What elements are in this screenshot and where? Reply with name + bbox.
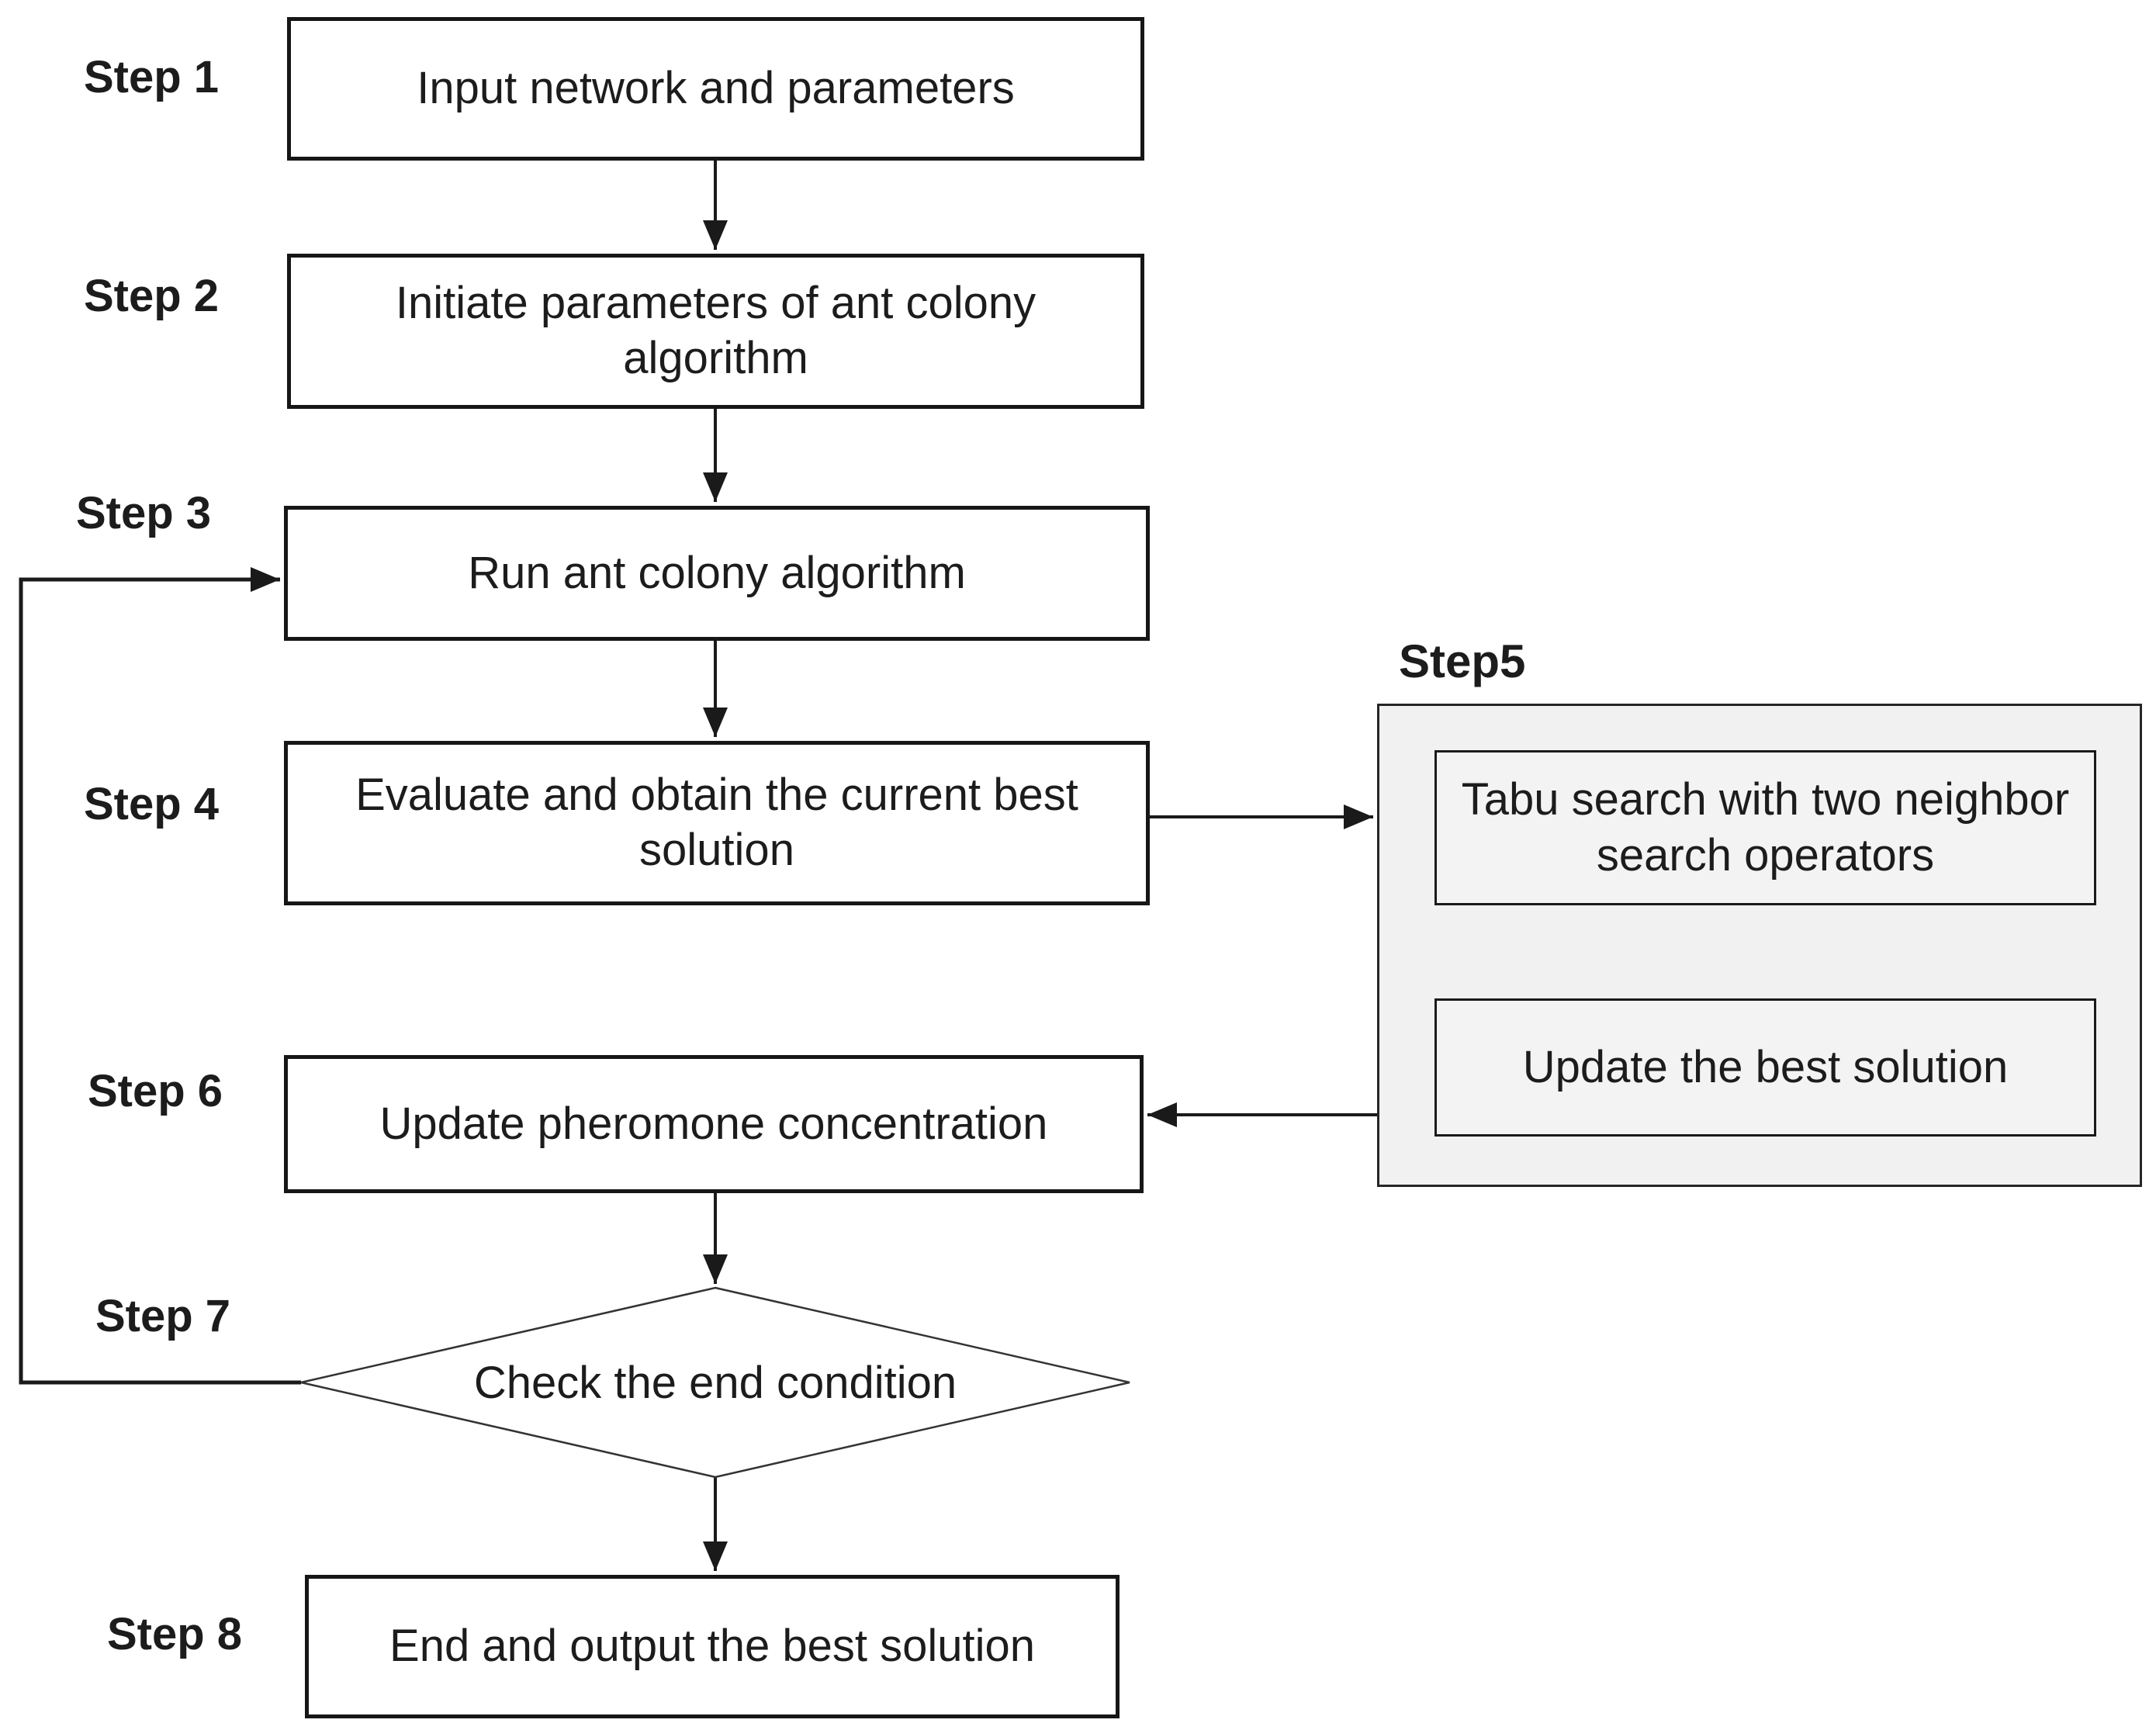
step2-box: Initiate parameters of ant colony algori… — [287, 254, 1144, 409]
step6-label: Step 6 — [87, 1066, 223, 1116]
step3-box: Run ant colony algorithm — [284, 506, 1150, 641]
step1-box: Input network and parameters — [287, 17, 1144, 161]
step6-box: Update pheromone concentration — [284, 1055, 1144, 1193]
step5-label: Step5 — [1399, 635, 1526, 687]
step8-box: End and output the best solution — [305, 1575, 1120, 1718]
decision-diamond — [300, 1286, 1130, 1479]
step2-label: Step 2 — [83, 271, 220, 321]
step3-label: Step 3 — [75, 488, 212, 538]
step7-diamond-text: Check the end condition — [473, 1357, 957, 1408]
step7-label: Step 7 — [95, 1291, 231, 1341]
step5-tabu-box: Tabu search with two neighbor search ope… — [1434, 750, 2096, 905]
step4-box: Evaluate and obtain the current best sol… — [284, 741, 1150, 905]
step1-label: Step 1 — [83, 52, 220, 102]
step5-update-box: Update the best solution — [1434, 998, 2096, 1137]
step8-label: Step 8 — [106, 1609, 243, 1659]
loop-step7-to-step3 — [19, 567, 301, 1385]
step4-label: Step 4 — [83, 779, 220, 829]
